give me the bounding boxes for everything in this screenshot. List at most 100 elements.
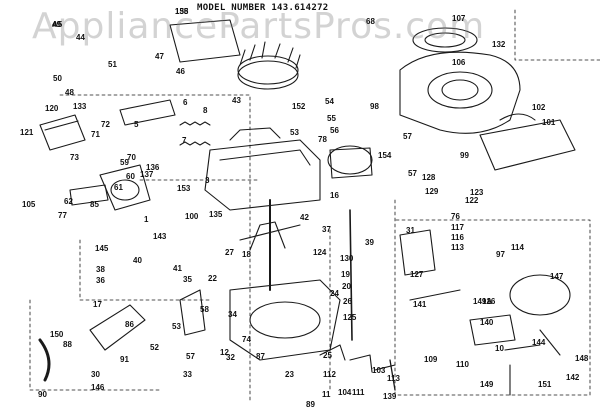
part-callout: 53	[290, 128, 299, 137]
part-callout: 107	[452, 14, 466, 23]
part-callout: 5	[134, 120, 139, 129]
part-callout: 139	[383, 392, 397, 401]
part-callout: 102	[532, 103, 546, 112]
part-callout: 23	[285, 370, 294, 379]
part-callout: 150	[50, 330, 64, 339]
part-callout: 126	[482, 297, 496, 306]
part-callout: 42	[300, 213, 309, 222]
part-callout: 16	[330, 191, 339, 200]
part-callout: 71	[91, 130, 100, 139]
part-callout: 91	[120, 355, 129, 364]
part-callout: 135	[209, 210, 223, 219]
part-callout: 155	[175, 7, 189, 16]
part-callout: 144	[532, 338, 546, 347]
part-callout: 38	[96, 265, 105, 274]
part-callout: 110	[456, 360, 469, 369]
part-callout: 138	[175, 7, 189, 16]
part-callout: 142	[566, 373, 580, 382]
part-callout: 123	[470, 188, 484, 197]
part-callout: 59	[120, 158, 129, 167]
part-callout: 112	[323, 370, 336, 379]
part-callout: 113	[451, 243, 464, 252]
part-callout: 60	[126, 172, 135, 181]
part-callout: 31	[406, 226, 415, 235]
part-callout: 8	[203, 106, 208, 115]
part-callout: 11	[322, 390, 331, 399]
part-callout: 104	[338, 388, 352, 397]
part-callout: 34	[228, 310, 237, 319]
part-callout: 113	[387, 374, 400, 383]
model-number-label: MODEL NUMBER 143.614272	[197, 3, 329, 13]
part-callout: 149A	[473, 297, 493, 306]
part-callout: 61	[114, 183, 123, 192]
part-callout: 151	[538, 380, 552, 389]
part-callout: 129	[425, 187, 439, 196]
part-callout: 101	[542, 118, 556, 127]
part-callout: 148	[575, 354, 589, 363]
part-callout: 62	[64, 197, 73, 206]
part-callout: 37	[322, 225, 331, 234]
part-callout: 127	[410, 270, 424, 279]
part-callout: 105	[22, 200, 36, 209]
part-callout: 124	[313, 248, 327, 257]
part-callout: 32	[226, 353, 235, 362]
part-callout: 36	[96, 276, 105, 285]
part-callout: 58	[200, 305, 209, 314]
part-callout: 117	[451, 223, 464, 232]
part-callout: 147	[550, 272, 564, 281]
part-callout: 27	[225, 248, 234, 257]
part-callout: 7	[182, 136, 187, 145]
part-callout: 99	[460, 151, 469, 160]
part-callout: 97	[496, 250, 505, 259]
part-callout: 20	[342, 282, 351, 291]
part-callout: 137	[140, 170, 154, 179]
part-callout: 24	[330, 289, 339, 298]
part-callout: 49	[52, 20, 61, 29]
part-callout: 132	[492, 40, 506, 49]
part-callout: 54	[325, 97, 334, 106]
part-callout: 114	[511, 243, 524, 252]
part-callout: 51	[108, 60, 117, 69]
part-callout: 25	[323, 351, 332, 360]
part-callout: 33	[183, 370, 192, 379]
part-callout: 74	[242, 335, 251, 344]
part-callout: 47	[155, 52, 164, 61]
part-callout: 35	[183, 275, 192, 284]
part-callout: 133	[73, 102, 87, 111]
part-callout: 10	[495, 344, 504, 353]
part-callout: 6	[183, 98, 188, 107]
part-callout: 55	[327, 114, 336, 123]
part-callout: 141	[413, 300, 427, 309]
part-callout: 43	[232, 96, 241, 105]
part-callout: 122	[465, 196, 479, 205]
part-callout: 40	[133, 256, 142, 265]
part-callout: 3	[205, 176, 210, 185]
part-callout: 1	[144, 215, 149, 224]
part-callout: 130	[340, 254, 354, 263]
part-callout: 146	[91, 383, 105, 392]
part-callout: 120	[45, 104, 59, 113]
part-callout: 52	[150, 343, 159, 352]
part-callout: 136	[146, 163, 160, 172]
part-callout: 152	[292, 102, 306, 111]
part-callout: 90	[38, 390, 47, 399]
part-callout: 22	[208, 274, 217, 283]
part-callout: 76	[451, 212, 460, 221]
part-callout: 125	[343, 313, 357, 322]
part-callout: 88	[63, 340, 72, 349]
part-callout: 57	[186, 352, 195, 361]
part-callout: 53	[172, 322, 181, 331]
part-callout: 128	[422, 173, 436, 182]
part-callout: 149	[480, 380, 494, 389]
part-callout: 140	[480, 318, 494, 327]
part-callout: 145	[95, 244, 109, 253]
part-callout: 30	[91, 370, 100, 379]
part-callout: 73	[70, 153, 79, 162]
plate-part	[169, 19, 241, 63]
part-callout: 143	[153, 232, 167, 241]
part-callout: 103	[372, 366, 386, 375]
part-callout: 39	[365, 238, 374, 247]
part-callout: 56	[330, 126, 339, 135]
